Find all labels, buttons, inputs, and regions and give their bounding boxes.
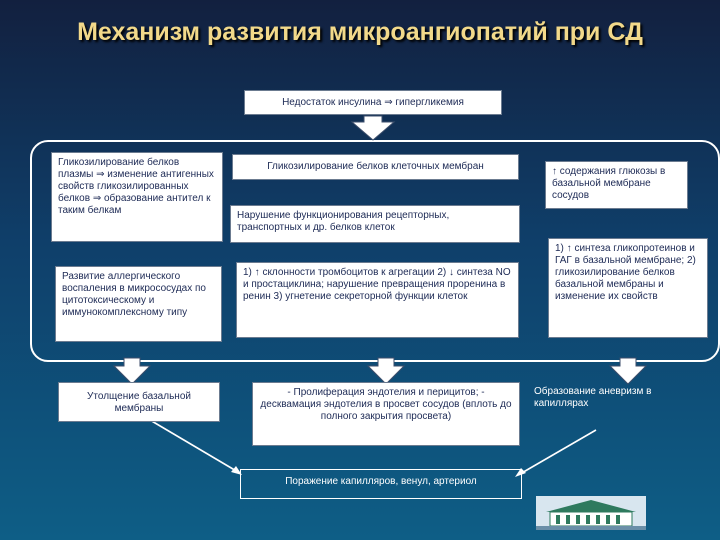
endothelial-proliferation-box: - Пролиферация эндотелия и перицитов; - … <box>252 382 520 446</box>
membrane-thickening-box: Утолщение базальной мембраны <box>58 382 220 422</box>
thrombocyte-aggregation-box: 1) ↑ склонности тромбоцитов к агрегации … <box>236 262 519 338</box>
arrow-thickening-to-damage <box>149 419 239 473</box>
mechanism-group-frame <box>30 140 720 362</box>
receptor-dysfunction-box: Нарушение функционирования рецепторных, … <box>230 205 520 243</box>
gag-synthesis-box: 1) ↑ синтеза гликопротеинов и ГАГ в база… <box>548 238 708 338</box>
arrow-left-down <box>112 357 152 385</box>
plasma-protein-glycosylation-box: Гликозилирование белков плазмы ⇒ изменен… <box>51 152 223 242</box>
glucose-basement-membrane-box: ↑ содержания глюкозы в базальной мембран… <box>545 161 688 209</box>
arrowhead-left <box>231 466 242 475</box>
insulin-deficiency-box: Недостаток инсулина ⇒ гипергликемия <box>244 90 502 115</box>
vessel-damage-box: Поражение капилляров, венул, артериол <box>240 469 522 499</box>
arrow-top-down <box>350 115 396 141</box>
arrow-middle-down <box>366 357 406 385</box>
arrow-aneurysm-to-damage <box>519 429 597 475</box>
aneurysm-text: Образование аневризм в капиллярах <box>534 386 652 409</box>
slide-title: Механизм развития микроангиопатий при СД <box>77 18 643 46</box>
building-logo-icon <box>536 496 646 530</box>
membrane-glycosylation-box: Гликозилирование белков клеточных мембра… <box>232 154 519 180</box>
arrow-right-down <box>608 357 648 385</box>
allergic-inflammation-box: Развитие аллергического воспаления в мик… <box>55 266 222 342</box>
arrowhead-right <box>515 468 526 477</box>
